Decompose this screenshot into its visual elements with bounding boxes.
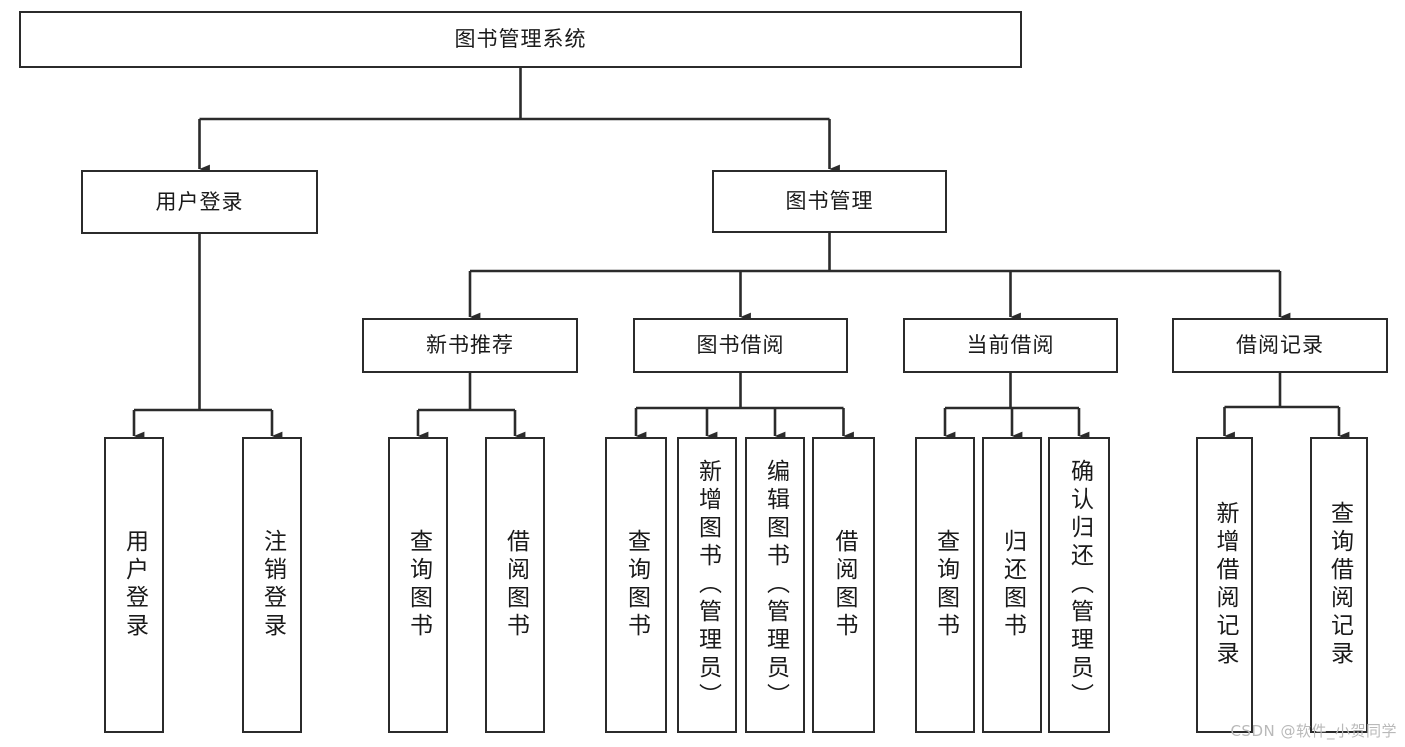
node-label: 归还图书: [999, 529, 1026, 641]
node-current[interactable]: 当前借阅: [903, 318, 1118, 373]
node-label: 查询图书: [405, 529, 432, 641]
node-root[interactable]: 图书管理系统: [19, 11, 1022, 68]
node-l_return[interactable]: 归还图书: [982, 437, 1042, 733]
node-label: 注销登录: [259, 529, 286, 641]
node-label: 图书管理系统: [454, 27, 587, 51]
node-label: 新增图书（管理员）: [694, 459, 721, 711]
node-label: 新增借阅记录: [1212, 501, 1238, 669]
node-l_borrow2[interactable]: 借阅图书: [812, 437, 875, 733]
node-label: 用户登录: [155, 189, 244, 214]
node-label: 借阅图书: [502, 529, 529, 641]
node-l_borrow1[interactable]: 借阅图书: [485, 437, 545, 733]
node-newbook[interactable]: 新书推荐: [362, 318, 578, 373]
csdn-watermark: CSDN @软件_小贺同学: [1230, 722, 1397, 740]
node-borrow[interactable]: 图书借阅: [633, 318, 848, 373]
node-l_query3[interactable]: 查询图书: [915, 437, 975, 733]
node-label: 查询借阅记录: [1326, 501, 1353, 669]
node-label: 用户登录: [121, 529, 148, 641]
node-label: 图书管理: [785, 189, 874, 213]
node-l_query1[interactable]: 查询图书: [388, 437, 448, 733]
node-l_addrec[interactable]: 新增借阅记录: [1196, 437, 1253, 733]
node-label: 查询图书: [932, 529, 959, 641]
node-label: 当前借阅: [966, 333, 1055, 357]
node-l_confirm[interactable]: 确认归还（管理员）: [1048, 437, 1110, 733]
node-l_queryrec[interactable]: 查询借阅记录: [1310, 437, 1368, 733]
node-label: 新书推荐: [426, 333, 514, 357]
node-label: 确认归还（管理员）: [1066, 459, 1093, 711]
node-login[interactable]: 用户登录: [81, 170, 318, 234]
node-l_add[interactable]: 新增图书（管理员）: [677, 437, 737, 733]
node-l_logout[interactable]: 注销登录: [242, 437, 302, 733]
node-bookmgmt[interactable]: 图书管理: [712, 170, 947, 233]
node-label: 查询图书: [623, 529, 650, 641]
node-l_login[interactable]: 用户登录: [104, 437, 164, 733]
node-label: 借阅图书: [831, 529, 857, 641]
node-label: 编辑图书（管理员）: [762, 459, 789, 711]
node-label: 借阅记录: [1236, 333, 1324, 357]
node-records[interactable]: 借阅记录: [1172, 318, 1388, 373]
node-label: 图书借阅: [696, 333, 785, 357]
node-l_query2[interactable]: 查询图书: [605, 437, 667, 733]
node-l_edit[interactable]: 编辑图书（管理员）: [745, 437, 805, 733]
